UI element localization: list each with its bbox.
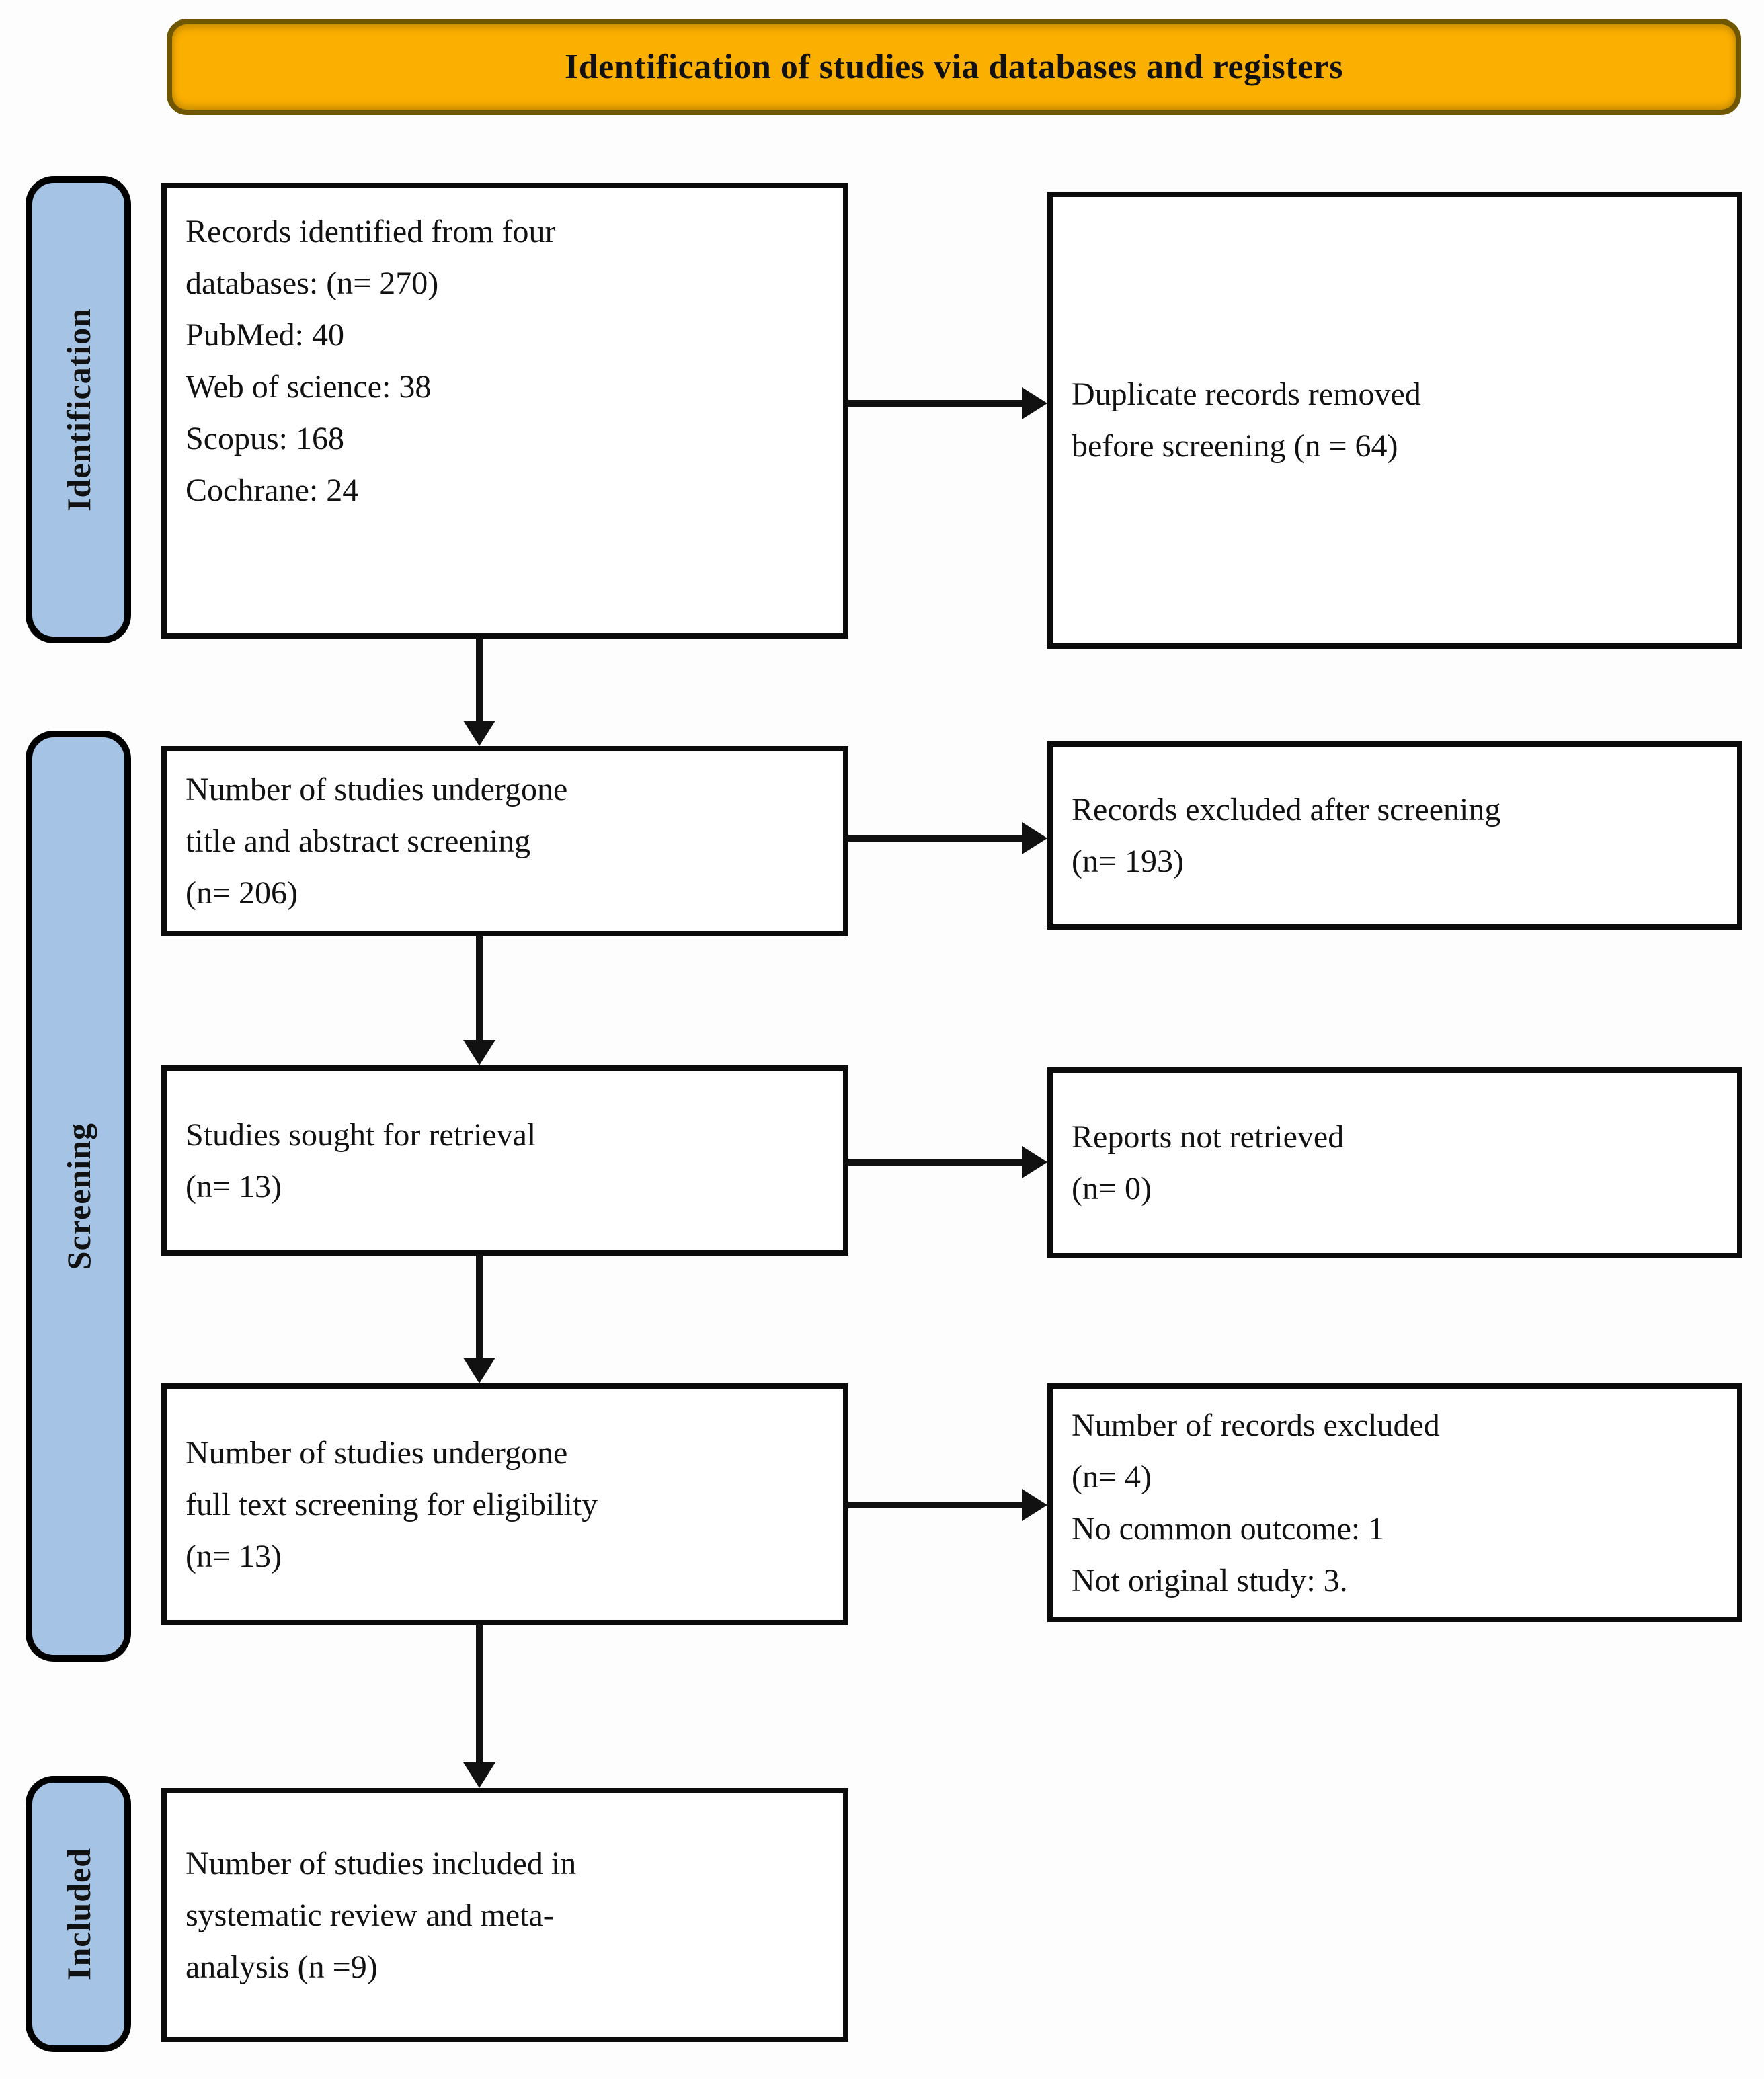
text-line: Duplicate records removed (1072, 376, 1421, 412)
text-line: Scopus: 168 (186, 421, 345, 456)
box-studies-included: Number of studies included in systematic… (161, 1788, 848, 2042)
arrow-right-icon (847, 1502, 1022, 1508)
text-line: systematic review and meta- (186, 1897, 554, 1933)
text-line: PubMed: 40 (186, 317, 345, 353)
stage-label-text: Included (59, 1848, 97, 1980)
text-line: Not original study: 3. (1072, 1562, 1348, 1598)
text-line: (n= 13) (186, 1538, 282, 1574)
text-line: Cochrane: 24 (186, 473, 359, 508)
arrow-down-icon (476, 1624, 483, 1762)
text-line: Records excluded after screening (1072, 792, 1501, 827)
text-line: Number of records excluded (1072, 1407, 1440, 1443)
text-line: No common outcome: 1 (1072, 1510, 1385, 1547)
arrow-down-icon (476, 637, 483, 721)
text-line: title and abstract screening (186, 823, 531, 859)
diagram-title: Identification of studies via databases … (564, 48, 1344, 86)
text-line: (n= 206) (186, 875, 298, 911)
diagram-title-banner: Identification of studies via databases … (167, 19, 1741, 115)
box-reports-not-retrieved: Reports not retrieved (n= 0) (1047, 1067, 1742, 1258)
text-line: Number of studies undergone (186, 772, 568, 807)
text-line: Records identified from four (186, 214, 556, 249)
text-line: (n= 4) (1072, 1459, 1152, 1495)
box-title-abstract-screening: Number of studies undergone title and ab… (161, 746, 848, 936)
text-line: before screening (n = 64) (1072, 428, 1398, 464)
text-line: Studies sought for retrieval (186, 1116, 536, 1153)
stage-label-text: Identification (59, 308, 97, 512)
text-line: Number of studies undergone (186, 1434, 568, 1471)
box-studies-sought-retrieval: Studies sought for retrieval (n= 13) (161, 1065, 848, 1256)
text-line: (n= 193) (1072, 844, 1185, 879)
text-line: Web of science: 38 (186, 369, 432, 405)
stage-label-screening: Screening (26, 731, 131, 1662)
box-records-excluded-screening: Records excluded after screening (n= 193… (1047, 741, 1742, 930)
box-records-excluded-fulltext: Number of records excluded (n= 4) No com… (1047, 1383, 1742, 1622)
text-line: Number of studies included in (186, 1845, 577, 1881)
text-line: Reports not retrieved (1072, 1119, 1345, 1155)
text-line: databases: (n= 270) (186, 266, 439, 301)
arrow-right-icon (847, 1159, 1022, 1166)
text-line: analysis (n =9) (186, 1949, 378, 1985)
box-full-text-screening: Number of studies undergone full text sc… (161, 1383, 848, 1625)
box-duplicates-removed: Duplicate records removed before screeni… (1047, 192, 1742, 649)
arrow-right-icon (847, 835, 1022, 842)
arrow-down-icon (476, 935, 483, 1040)
stage-label-identification: Identification (26, 176, 131, 643)
text-line: (n= 13) (186, 1168, 282, 1205)
arrow-down-icon (476, 1254, 483, 1358)
text-line: full text screening for eligibility (186, 1486, 598, 1522)
stage-label-included: Included (26, 1776, 131, 2052)
box-records-identified: Records identified from four databases: … (161, 183, 848, 639)
stage-label-text: Screening (59, 1122, 97, 1270)
arrow-right-icon (847, 400, 1022, 407)
text-line: (n= 0) (1072, 1171, 1152, 1207)
